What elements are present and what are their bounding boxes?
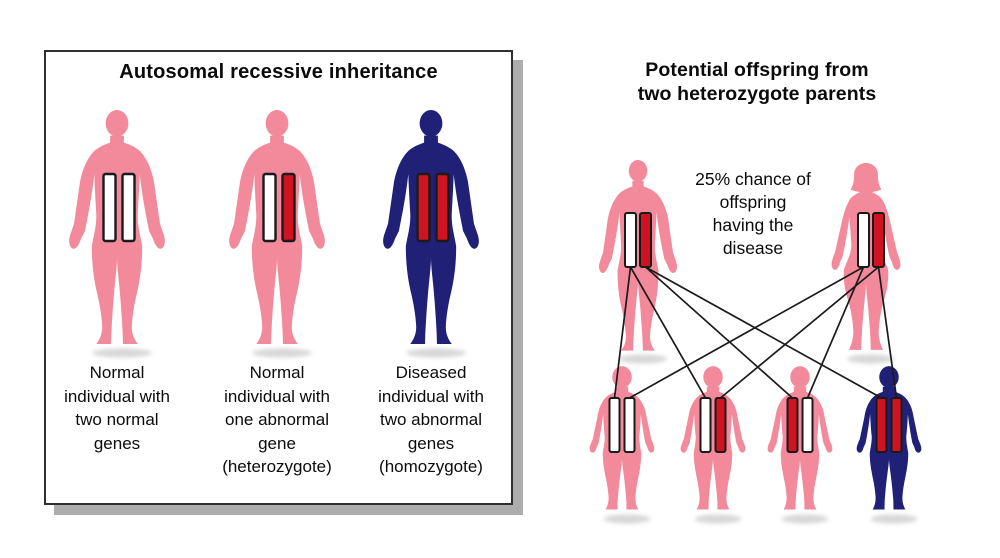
normal-gene-bar	[857, 212, 870, 268]
child-carrier-left-figure	[680, 366, 746, 510]
text-line: having the	[712, 215, 794, 235]
body-silhouette	[767, 386, 833, 510]
text-line: Normal	[249, 363, 305, 382]
body-silhouette	[589, 386, 655, 510]
abnormal-gene-bar	[786, 397, 799, 453]
abnormal-gene-bar	[639, 212, 652, 268]
inheritance-line	[629, 266, 707, 399]
text-line: individual with	[378, 386, 484, 406]
text-line: Normal	[89, 363, 145, 382]
text-line: gene	[258, 433, 296, 453]
caption-normal-individual: Normal individual with two normal genes	[54, 361, 180, 455]
abnormal-gene-bar	[714, 397, 727, 453]
text-line: two normal	[75, 410, 159, 429]
inheritance-lines-layer	[613, 266, 898, 399]
left-panel-title: Autosomal recessive inheritance	[119, 61, 438, 83]
text-line: offspring	[719, 192, 787, 212]
offspring-chance-note: 25% chance of offspring having the disease	[678, 168, 828, 260]
text-line: genes	[407, 433, 455, 453]
caption-homozygote-individual: Diseased individual with two abnormal genes…	[368, 361, 494, 479]
text-line: individual with	[64, 386, 170, 406]
head-silhouette	[790, 366, 810, 388]
figure-shadow	[847, 354, 895, 364]
text-line: two heterozygote parents	[637, 83, 877, 105]
female-hair-silhouette	[850, 163, 882, 193]
text-line: two abnormal	[379, 410, 483, 429]
head-silhouette	[612, 366, 632, 388]
normal-gene-bar	[699, 397, 712, 453]
text-line: Potential offspring from	[645, 59, 869, 81]
text-line: (heterozygote)	[222, 457, 332, 476]
normal-gene-bar	[623, 397, 636, 453]
inheritance-line	[877, 266, 898, 399]
father-heterozygote-figure	[598, 160, 678, 351]
abnormal-gene-bar	[875, 397, 888, 453]
text-line: individual with	[224, 386, 330, 406]
inheritance-line	[629, 266, 864, 399]
body-silhouette	[680, 386, 746, 510]
abnormal-gene-bar	[890, 397, 903, 453]
figure-shadow	[781, 514, 829, 524]
text-line: genes	[93, 433, 141, 453]
text-line: 25% chance of	[695, 169, 811, 189]
body-silhouette	[856, 386, 922, 510]
figure-shadow	[618, 354, 668, 364]
abnormal-gene-bar	[872, 212, 885, 268]
inheritance-line	[645, 266, 882, 399]
inheritance-line	[719, 266, 880, 399]
figure-shadow	[694, 514, 742, 524]
child-carrier-right-figure	[767, 366, 833, 510]
mother-heterozygote-figure	[831, 163, 901, 350]
text-line: disease	[722, 238, 784, 258]
inheritance-line	[806, 266, 865, 399]
inheritance-line	[613, 266, 632, 399]
normal-gene-bar	[608, 397, 621, 453]
figure-shadow	[603, 514, 651, 524]
child-normal-figure	[589, 366, 655, 510]
head-silhouette	[879, 366, 899, 388]
figure-shadow	[870, 514, 918, 524]
head-silhouette	[628, 160, 648, 182]
normal-gene-bar	[801, 397, 814, 453]
inheritance-line	[644, 266, 794, 399]
head-silhouette	[703, 366, 723, 388]
body-silhouette	[598, 180, 678, 351]
caption-heterozygote-individual: Normal individual with one abnormal gene (he…	[214, 361, 340, 479]
normal-gene-bar	[624, 212, 637, 268]
child-diseased-figure	[856, 366, 922, 510]
text-line: one abnormal	[225, 410, 329, 429]
body-silhouette	[831, 185, 901, 350]
text-line: (homozygote)	[379, 457, 483, 476]
text-line: Diseased	[395, 363, 467, 382]
